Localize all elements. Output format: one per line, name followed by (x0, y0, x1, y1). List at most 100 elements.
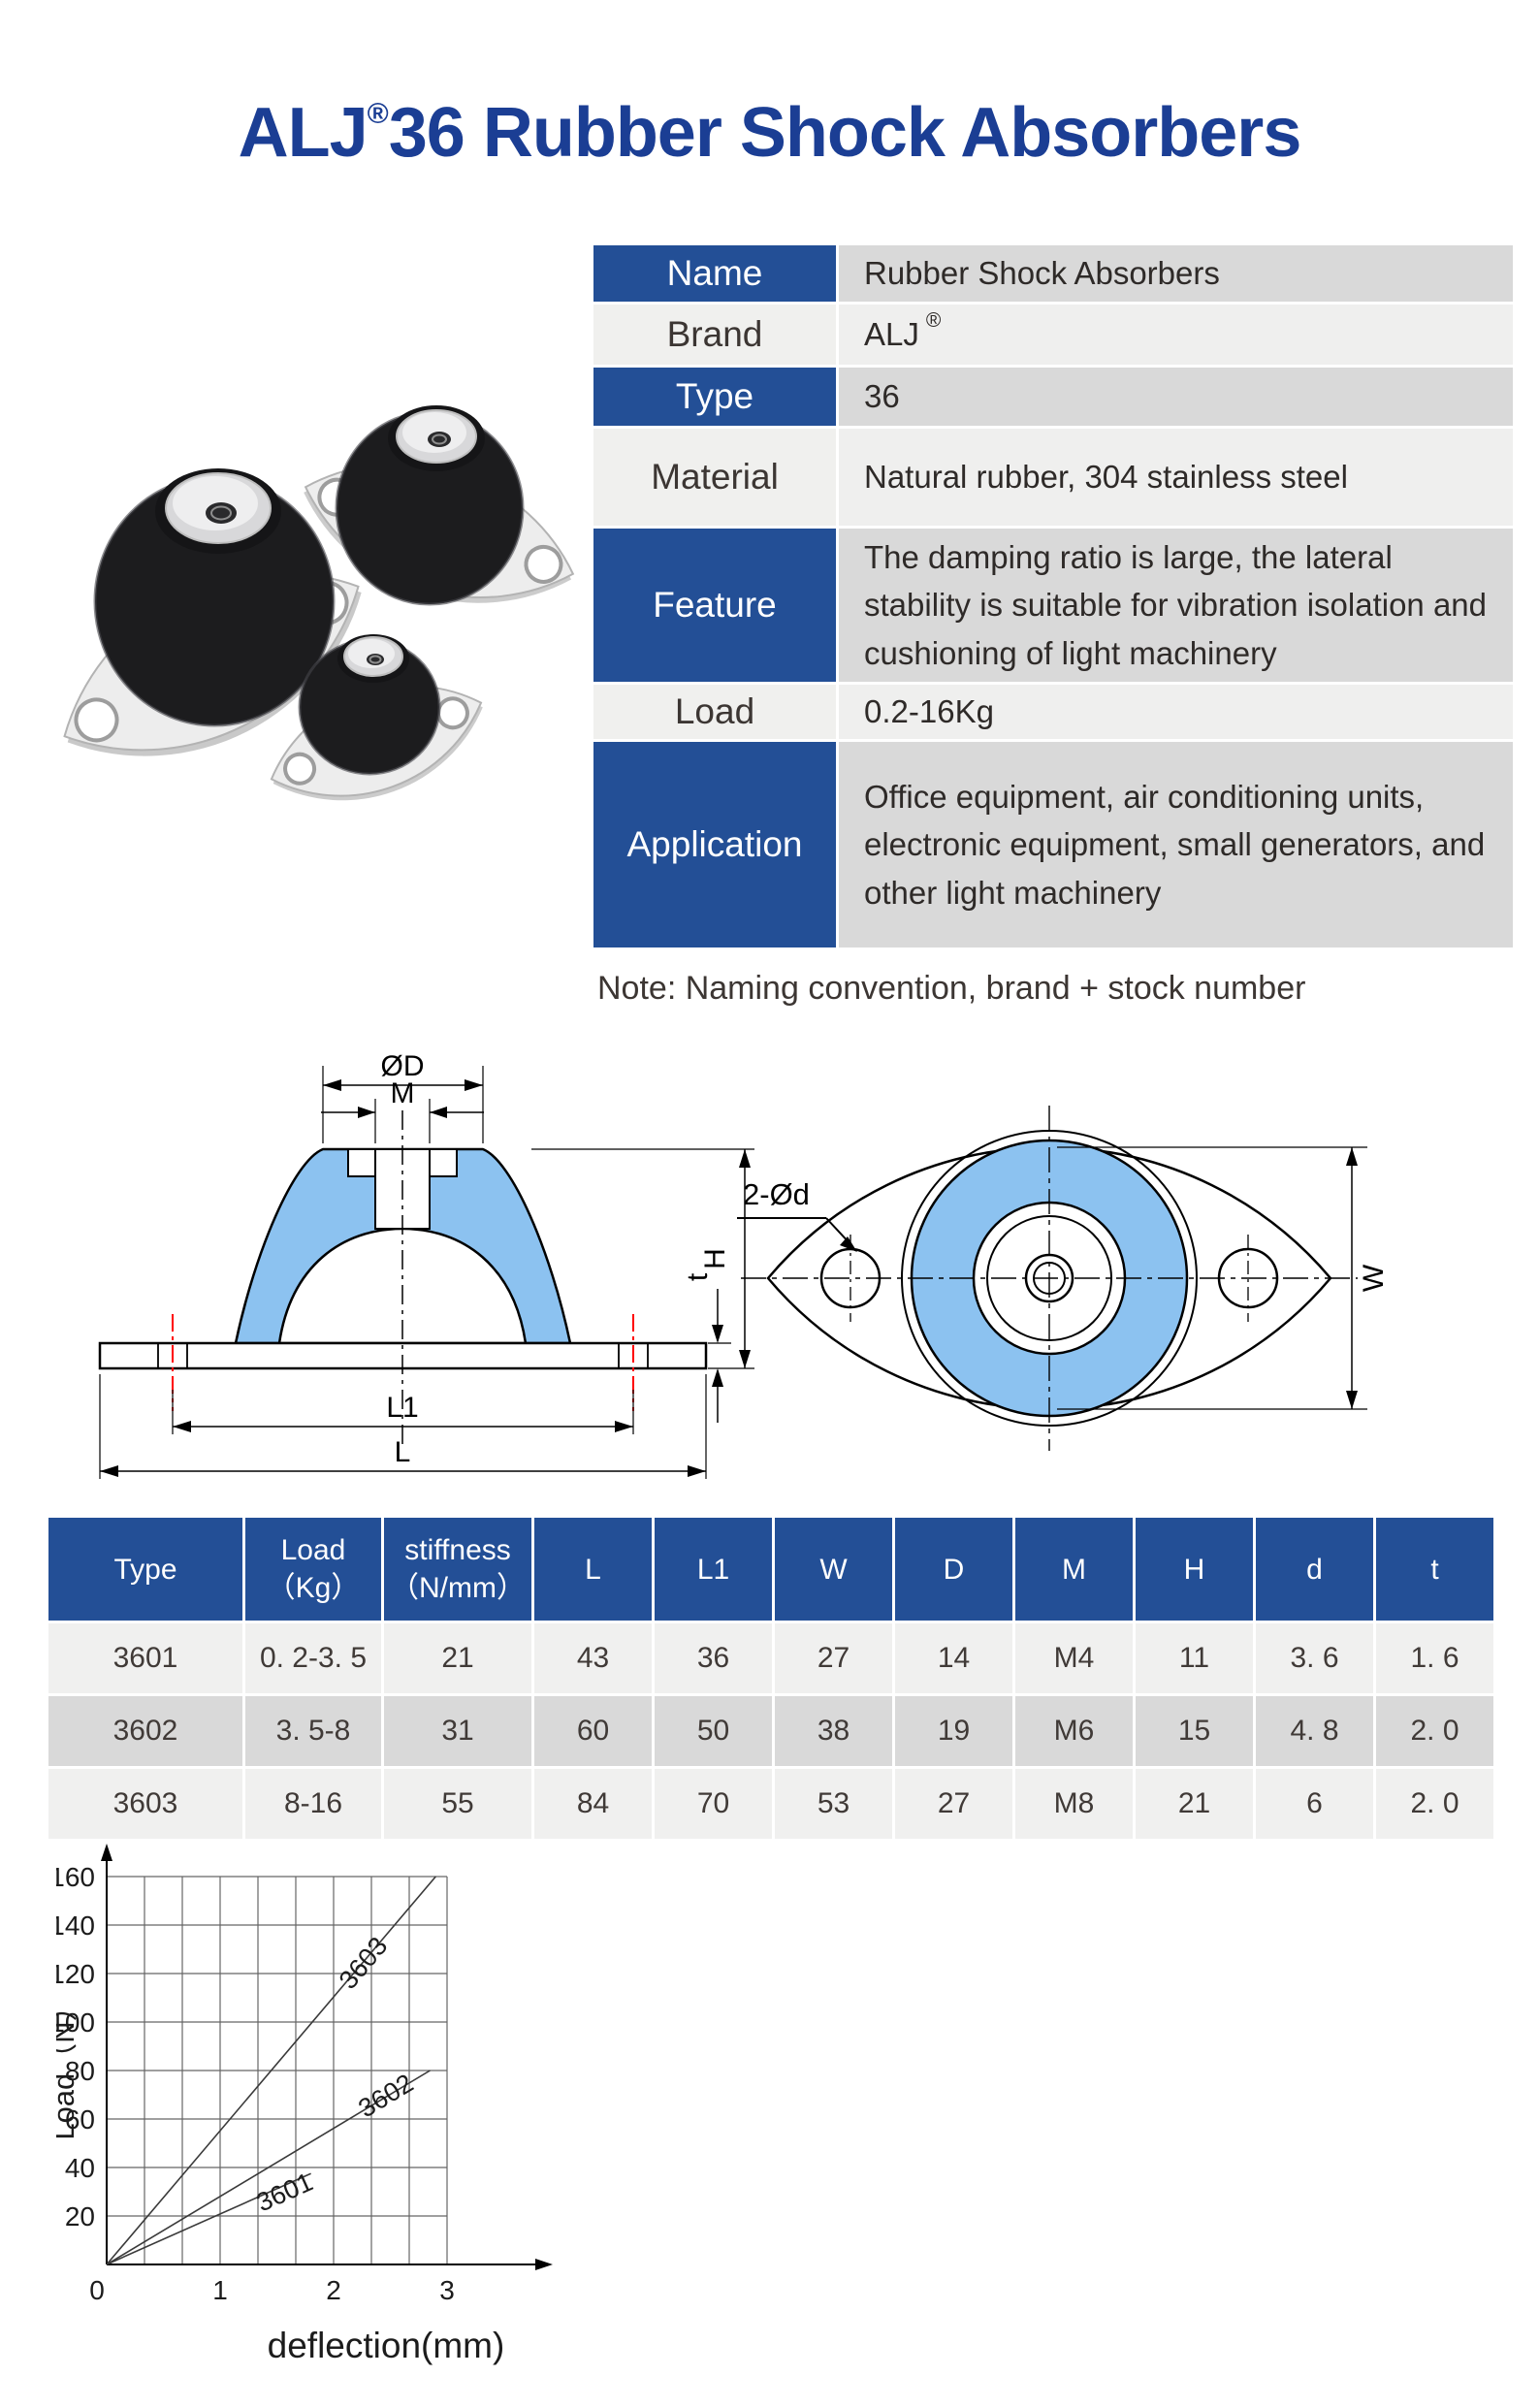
table-cell: 8-16 (245, 1769, 381, 1839)
table-cell: 1. 6 (1376, 1623, 1493, 1693)
table-cell: 43 (534, 1623, 652, 1693)
brand-text: ALJ (864, 316, 919, 353)
dim-label-H: H (699, 1248, 731, 1269)
spec-value: Natural rubber, 304 stainless steel (839, 429, 1513, 526)
spec-value: ALJ ® (839, 305, 1513, 365)
series-label-3603: 3603 (334, 1932, 394, 1995)
table-cell: 27 (775, 1623, 892, 1693)
y-axis-arrow-icon (101, 1844, 112, 1861)
spec-label: Material (593, 429, 836, 526)
spec-row-feature: Feature The damping ratio is large, the … (593, 529, 1513, 682)
table-cell: 3. 6 (1256, 1623, 1373, 1693)
spec-row-material: Material Natural rubber, 304 stainless s… (593, 429, 1513, 526)
header-cell: W (775, 1518, 892, 1621)
y-tick-label: 160 (56, 1862, 95, 1892)
table-cell: 60 (534, 1696, 652, 1766)
header-cell: H (1136, 1518, 1253, 1621)
series-line-3603 (106, 1876, 436, 2265)
dim-label-t: t (682, 1272, 714, 1281)
table-cell: 3602 (48, 1696, 242, 1766)
naming-note: Note: Naming convention, brand + stock n… (597, 970, 1306, 1007)
table-cell: 27 (895, 1769, 1012, 1839)
table-cell: 11 (1136, 1623, 1253, 1693)
header-cell: d (1256, 1518, 1373, 1621)
y-tick-label: 80 (65, 2056, 95, 2086)
spec-label: Feature (593, 529, 836, 682)
spec-value: 0.2-16Kg (839, 685, 1513, 739)
spec-table: Name Rubber Shock Absorbers Brand ALJ ® … (593, 245, 1513, 950)
spec-row-brand: Brand ALJ ® (593, 305, 1513, 365)
registered-trademark-icon: ® (925, 309, 942, 333)
table-cell: 70 (655, 1769, 772, 1839)
label-2-od: 2-Ød (743, 1177, 810, 1211)
title-brand: ALJ (238, 94, 369, 172)
registered-trademark-icon: ® (367, 98, 389, 130)
spec-row-name: Name Rubber Shock Absorbers (593, 245, 1513, 302)
dim-label-M: M (391, 1077, 415, 1109)
side-section-drawing: ØD M t H L1 L (98, 1050, 754, 1479)
table-cell: 21 (384, 1623, 531, 1693)
y-tick-label: 140 (56, 1910, 95, 1941)
table-cell: 55 (384, 1769, 531, 1839)
table-cell: 3603 (48, 1769, 242, 1839)
dim-label-L: L (395, 1436, 411, 1468)
table-cell: M4 (1015, 1623, 1133, 1693)
series-line-3601 (106, 2172, 311, 2265)
table-cell: 14 (895, 1623, 1012, 1693)
x-tick-label: 2 (326, 2275, 341, 2305)
header-cell: stiffness（N/mm） (384, 1518, 531, 1621)
shock-absorber-small (270, 634, 483, 801)
header-cell: t (1376, 1518, 1493, 1621)
table-cell: 53 (775, 1769, 892, 1839)
series-line-3602 (106, 2070, 431, 2265)
spec-value: Office equipment, air conditioning units… (839, 742, 1513, 947)
table-cell: 6 (1256, 1769, 1373, 1839)
header-cell: L1 (655, 1518, 772, 1621)
header-cell: Type (48, 1518, 242, 1621)
table-cell: 0. 2-3. 5 (245, 1623, 381, 1693)
x-axis-arrow-icon (535, 2259, 553, 2270)
x-axis-title: deflection(mm) (268, 2326, 505, 2365)
spec-label: Load (593, 685, 836, 739)
header-cell: Load（Kg） (245, 1518, 381, 1621)
top-view-drawing: 2-Ød W (737, 1106, 1390, 1451)
header-cell: D (895, 1518, 1012, 1621)
spec-row-type: Type 36 (593, 368, 1513, 426)
shock-absorber-medium (304, 405, 575, 606)
product-photo (63, 405, 575, 801)
dim-label-L1: L1 (386, 1392, 418, 1424)
table-cell: M8 (1015, 1769, 1133, 1839)
header-cell: M (1015, 1518, 1133, 1621)
x-tick-label: 3 (439, 2275, 455, 2305)
table-cell: 3. 5-8 (245, 1696, 381, 1766)
title-rest: 36 Rubber Shock Absorbers (388, 94, 1302, 172)
spec-label: Type (593, 368, 836, 426)
table-cell: 3601 (48, 1623, 242, 1693)
header-cell: L (534, 1518, 652, 1621)
spec-label: Application (593, 742, 836, 947)
table-cell: 4. 8 (1256, 1696, 1373, 1766)
spec-value: 36 (839, 368, 1513, 426)
x-tick-label: 1 (212, 2275, 228, 2305)
y-axis-title: Load（N） (56, 1991, 80, 2139)
table-cell: 2. 0 (1376, 1769, 1493, 1839)
table-cell: 31 (384, 1696, 531, 1766)
table-cell: 19 (895, 1696, 1012, 1766)
table-cell: 15 (1136, 1696, 1253, 1766)
spec-value: Rubber Shock Absorbers (839, 245, 1513, 302)
dim-label-OD: ØD (381, 1050, 425, 1082)
spec-row-load: Load 0.2-16Kg (593, 685, 1513, 739)
y-tick-label: 40 (65, 2153, 95, 2183)
shock-absorber-large (63, 468, 362, 756)
table-cell: 36 (655, 1623, 772, 1693)
spec-row-application: Application Office equipment, air condit… (593, 742, 1513, 947)
table-cell: 21 (1136, 1769, 1253, 1839)
dimension-table: Type Load（Kg） stiffness（N/mm） L L1 W D M… (48, 1518, 1493, 1839)
x-tick-label: 0 (89, 2275, 105, 2305)
spec-label: Brand (593, 305, 836, 365)
series-label-3601: 3601 (252, 2167, 317, 2218)
table-cell: 38 (775, 1696, 892, 1766)
table-cell: 84 (534, 1769, 652, 1839)
